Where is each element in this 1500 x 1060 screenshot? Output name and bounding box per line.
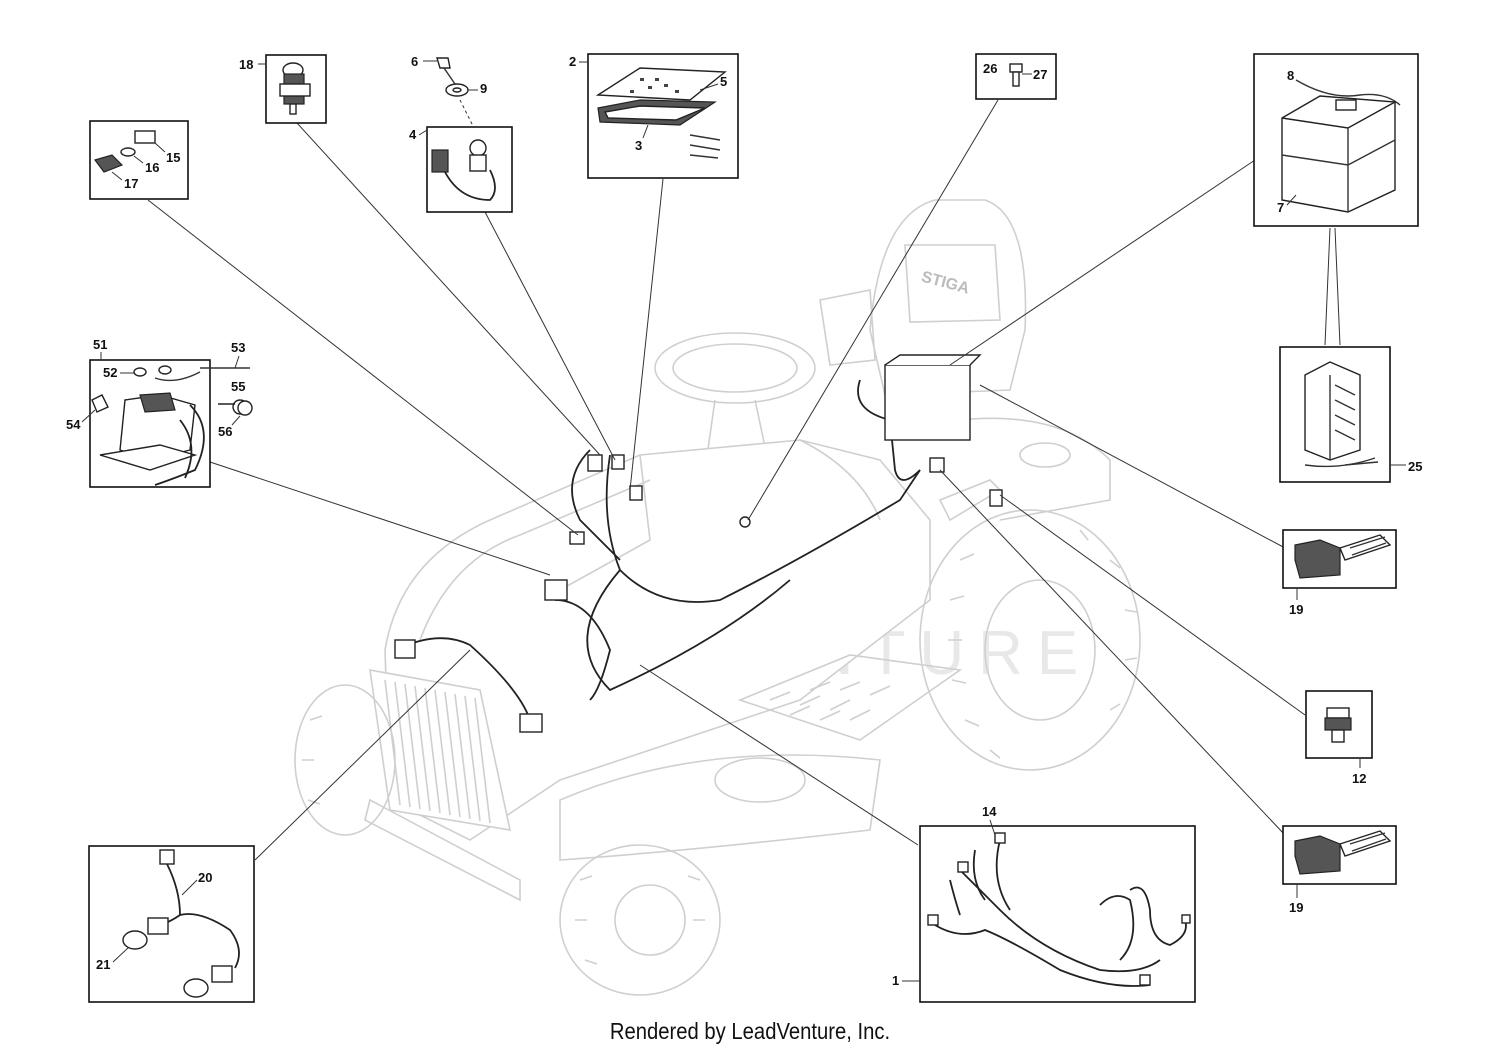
part-box-20-21-headlights [88, 845, 255, 1003]
callout-9: 9 [480, 81, 487, 96]
part-box-12-sensor [1305, 690, 1373, 759]
callout-12: 12 [1352, 771, 1366, 786]
callout-27: 27 [1033, 67, 1047, 82]
callout-17: 17 [124, 176, 138, 191]
callout-52: 52 [103, 365, 117, 380]
part-box-25-charger [1279, 346, 1391, 483]
part-box-19-relay-a [1282, 529, 1397, 589]
callout-19-b: 19 [1289, 900, 1303, 915]
callout-2: 2 [569, 54, 576, 69]
tractor-outline [294, 199, 1141, 996]
callout-6: 6 [411, 54, 418, 69]
callout-3: 3 [635, 138, 642, 153]
part-box-19-relay-b [1282, 825, 1397, 885]
part-box-7-battery [1253, 53, 1419, 227]
callout-20: 20 [198, 870, 212, 885]
footer-credit: Rendered by LeadVenture, Inc. [609, 1018, 891, 1044]
callout-19-a: 19 [1289, 602, 1303, 617]
callout-labels: 18 6 9 4 2 5 3 26 27 8 7 25 15 16 17 51 … [66, 54, 1422, 988]
callout-7: 7 [1277, 200, 1284, 215]
callout-1: 1 [892, 973, 899, 988]
part-box-51-solenoid [89, 359, 253, 488]
callout-53: 53 [231, 340, 245, 355]
callout-51: 51 [93, 337, 107, 352]
callout-15: 15 [166, 150, 180, 165]
callout-16: 16 [145, 160, 159, 175]
callout-4: 4 [409, 127, 417, 142]
callout-56: 56 [218, 424, 232, 439]
callout-25: 25 [1408, 459, 1422, 474]
callout-8: 8 [1287, 68, 1294, 83]
callout-54: 54 [66, 417, 81, 432]
part-box-1-harness [919, 825, 1196, 1003]
callout-5: 5 [720, 74, 727, 89]
callout-55: 55 [231, 379, 245, 394]
callout-14: 14 [982, 804, 997, 819]
part-box-18 [265, 54, 327, 124]
callout-18: 18 [239, 57, 253, 72]
part-box-26-27 [975, 53, 1057, 100]
leader-lines [147, 99, 1341, 861]
part-box-15-16-17 [89, 120, 189, 200]
part-box-2 [587, 53, 739, 179]
callout-21: 21 [96, 957, 110, 972]
callout-26: 26 [983, 61, 997, 76]
part-key-ignition [426, 57, 513, 213]
